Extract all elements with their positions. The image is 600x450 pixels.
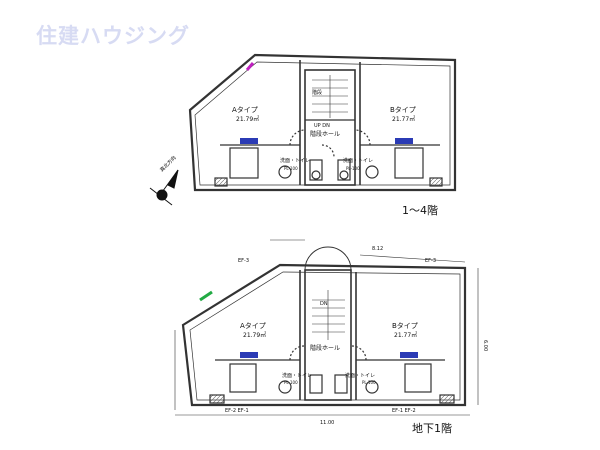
upper-stair-updn: UP DN	[314, 123, 330, 129]
floor-label-upper: 1〜4階	[402, 204, 438, 217]
upper-hall-label: 階段ホール	[310, 130, 340, 138]
upper-unit-b-name: Bタイプ	[390, 105, 416, 114]
company-watermark: 住建ハウジング	[36, 24, 190, 48]
lower-dims-top-left: EF-3	[238, 258, 249, 264]
lower-unit-b-name: Bタイプ	[392, 321, 418, 330]
lower-pl-left: PL-100	[284, 380, 298, 385]
lower-dims-bottom-left: EF-2 EF-1	[225, 408, 249, 414]
upper-unit-b-area: 21.77㎡	[392, 115, 415, 123]
lower-bath-right: 洗面・トイレ	[345, 372, 375, 379]
lower-dims-bottom-right: EF-1 EF-2	[392, 408, 416, 414]
lower-stair-dn: DN	[320, 301, 328, 307]
lower-pl-right: PL-100	[362, 380, 376, 385]
north-label: 真北方向	[158, 154, 177, 173]
lower-unit-b-area: 21.77㎡	[394, 331, 417, 339]
lower-bath-left: 洗面・トイレ	[282, 372, 312, 379]
lower-unit-a-area: 21.79㎡	[243, 331, 266, 339]
upper-stair-label: 階段	[312, 89, 322, 96]
lower-hall-label: 階段ホール	[310, 344, 340, 352]
upper-bath-right: 洗面・トイレ	[343, 157, 373, 164]
lower-floor-plan	[174, 239, 479, 416]
upper-bath-left: 洗面・トイレ	[280, 157, 310, 164]
upper-unit-a-name: Aタイプ	[232, 105, 258, 114]
upper-floor-plan	[188, 53, 457, 192]
north-arrow-icon	[149, 169, 179, 206]
lower-dim-total: 11.00	[320, 420, 334, 426]
lower-dims-top-right: EF-3	[425, 258, 436, 264]
lower-dim-side: 6.00	[482, 340, 488, 351]
lower-unit-a-name: Aタイプ	[240, 321, 266, 330]
upper-pl-left: PL-100	[284, 166, 298, 171]
upper-unit-a-area: 21.79㎡	[236, 115, 259, 123]
floor-label-lower: 地下1階	[412, 422, 452, 435]
upper-pl-right: PL-100	[346, 166, 360, 171]
lower-dim-top: 8.12	[372, 246, 383, 252]
